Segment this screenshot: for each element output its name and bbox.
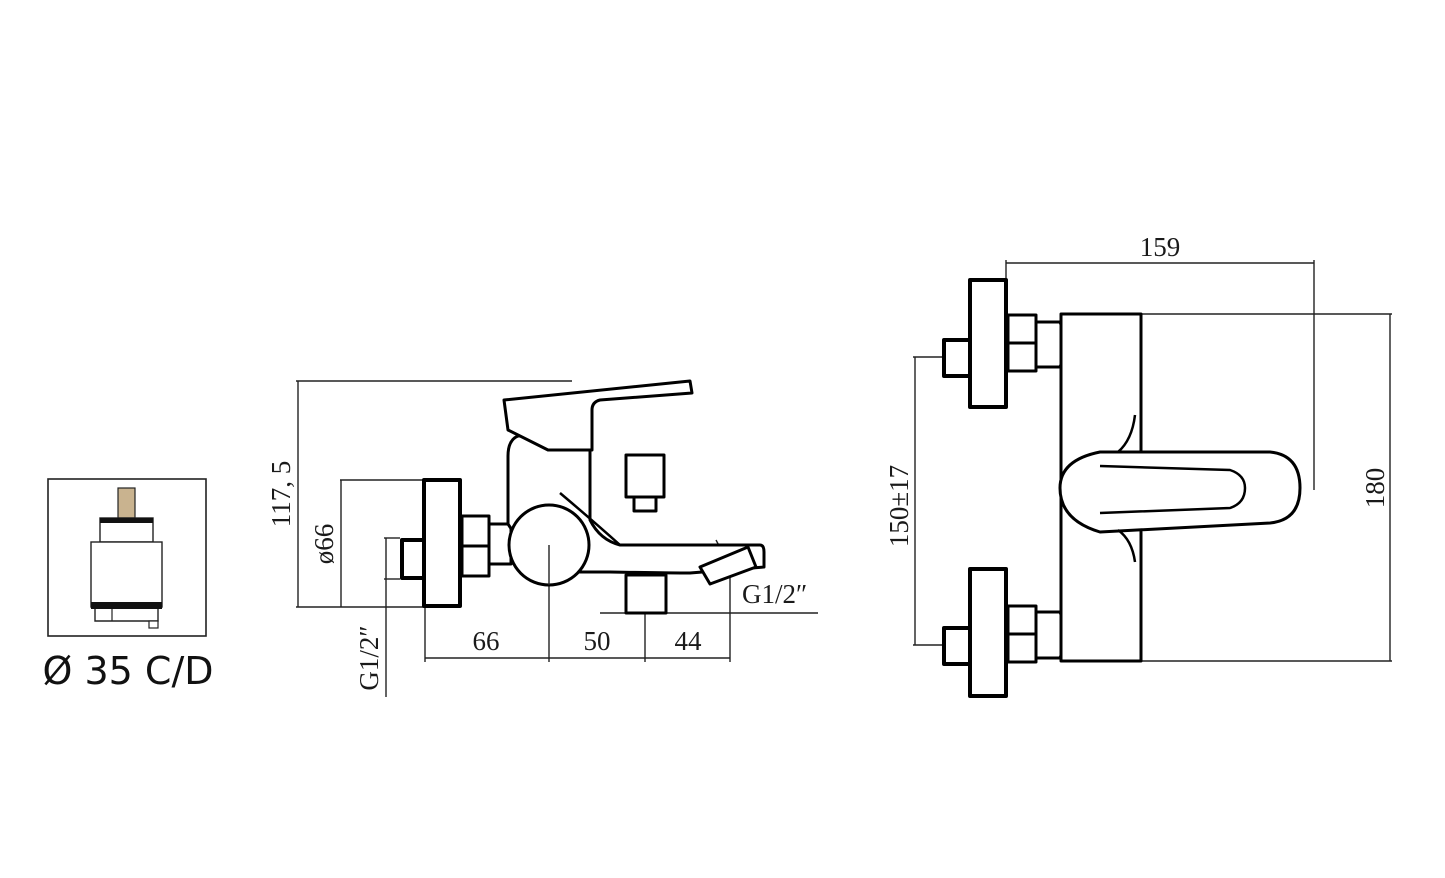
cartridge-body-band <box>91 602 162 609</box>
side-view: 117, 5 ø66 G1/2″ 66 50 44 G1/2″ <box>266 379 818 697</box>
dim-44-label: 44 <box>675 626 703 656</box>
cartridge-pin <box>148 620 159 629</box>
top-nut-upper <box>1006 313 1038 345</box>
cartridge-diagram: Ø 35 C/D <box>42 478 214 693</box>
top-escutcheon <box>968 278 1008 409</box>
spout-aerator <box>698 545 758 586</box>
lever-handle-front <box>1058 450 1302 534</box>
top-nut-lower <box>1006 341 1038 373</box>
front-view: 159 180 150±17 <box>884 232 1392 698</box>
lever-handle <box>502 379 694 452</box>
top-inlet-connector <box>942 338 972 378</box>
bottom-nut-lower <box>1006 632 1038 664</box>
diverter-knob <box>624 453 666 499</box>
height-label: 180 <box>1360 468 1390 509</box>
cartridge-body <box>90 541 163 608</box>
nut-upper <box>460 514 491 548</box>
nut-lower <box>460 544 491 578</box>
bottom-inlet-connector <box>942 626 972 666</box>
width-label: 159 <box>1140 232 1181 262</box>
inlet-centers-label: 150±17 <box>884 465 914 547</box>
outlet-thread-label: G1/2″ <box>742 579 807 609</box>
shower-outlet <box>624 573 668 615</box>
height-label: 117, 5 <box>266 461 296 528</box>
inlet-thread-label: G1/2″ <box>354 625 384 690</box>
cartridge-base <box>94 609 159 622</box>
cartridge-caption: Ø 35 C/D <box>42 649 213 693</box>
bottom-escutcheon <box>968 567 1008 698</box>
escutcheon-diameter-label: ø66 <box>309 524 339 565</box>
dim-66-label: 66 <box>473 626 500 656</box>
cartridge-stem <box>117 487 136 519</box>
diverter-stem <box>632 495 658 513</box>
dim-50-label: 50 <box>584 626 611 656</box>
inlet-connector <box>400 538 426 580</box>
cartridge-cap-band <box>100 518 153 523</box>
escutcheon <box>422 478 462 608</box>
bottom-nut-upper <box>1006 604 1038 636</box>
